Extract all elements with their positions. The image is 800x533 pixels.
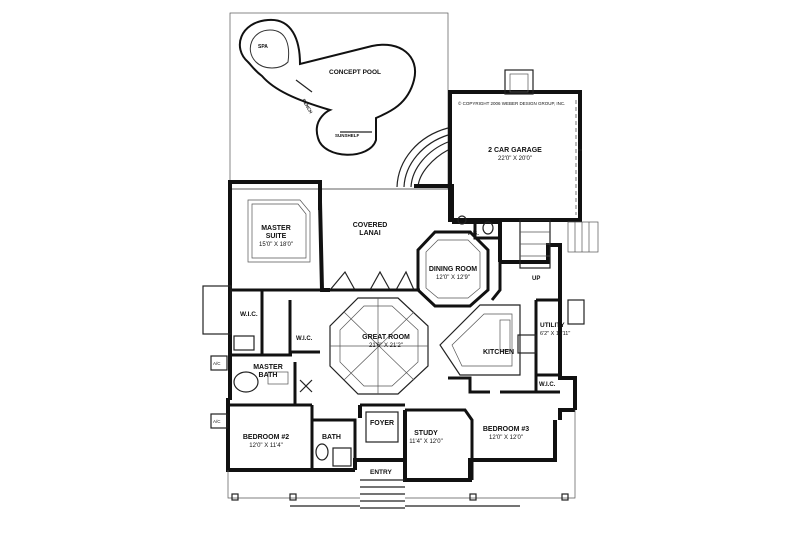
master-bath-label-1: MASTER: [253, 364, 283, 371]
master-suite-label-1: MASTER: [261, 225, 291, 232]
lanai-steps: [396, 127, 449, 188]
master-suite-dim: 15'0" X 18'0": [259, 242, 293, 248]
bath-label: BATH: [322, 434, 341, 441]
front-porch: [227, 410, 576, 507]
master-bath-label-2: BATH: [259, 372, 278, 379]
garage-stairs: [519, 219, 599, 269]
powder-fixtures: [457, 215, 494, 235]
bedroom2-dim: 12'0" X 11'4": [249, 443, 282, 449]
ac-unit-1-label: A/C: [213, 361, 221, 366]
master-suite-ceiling: [247, 199, 311, 263]
spa-label: SPA: [258, 44, 268, 50]
dining-room-dim: 12'0" X 12'9": [436, 275, 470, 281]
bench-label: BENCH: [301, 98, 313, 114]
dining-room-octagon: [416, 230, 490, 308]
utility-dim: 6'2" X 11'11": [540, 331, 570, 337]
great-room-dim: 21'6" X 21'2": [369, 343, 403, 349]
pool: [238, 18, 417, 156]
garage-dim: 22'0" X 20'0": [498, 156, 532, 162]
ac-units: [210, 355, 228, 429]
garage: [448, 69, 582, 222]
great-room-ceiling: [329, 297, 429, 395]
bedroom3-dim: 12'0" X 12'0": [489, 435, 523, 441]
dining-room-label: DINING ROOM: [429, 266, 477, 273]
kitchen-label: KITCHEN: [483, 349, 514, 356]
wic-master-label: W.I.C.: [240, 311, 258, 318]
covered-lanai-label-1: COVERED: [353, 222, 388, 229]
kitchen-counters: [439, 304, 537, 376]
pool-deck: [229, 12, 449, 190]
copyright-note: © COPYRIGHT 2006 WEBER DESIGN GROUP, INC…: [458, 100, 565, 106]
concept-pool-label: CONCEPT POOL: [329, 69, 381, 76]
powder-bath-label: P.B.: [468, 231, 479, 237]
study-label: STUDY: [414, 430, 438, 437]
master-bath-fixtures: [233, 335, 313, 393]
bedroom2-label: BEDROOM #2: [243, 434, 289, 441]
lanai-doors: [329, 270, 420, 292]
foyer-label: FOYER: [370, 420, 394, 427]
entry-steps: [360, 479, 405, 509]
bedroom3-label: BEDROOM #3: [483, 426, 529, 433]
garage-label: 2 CAR GARAGE: [488, 147, 542, 154]
sunshelf-label: SUNSHELF: [335, 133, 360, 138]
bath-fixtures: [315, 443, 352, 467]
covered-lanai-label-2: LANAI: [359, 230, 380, 237]
utility-label: UTILITY: [540, 322, 565, 329]
wic-bedroom3-label: W.I.C.: [539, 382, 556, 388]
great-room-label: GREAT ROOM: [362, 334, 410, 341]
study-dim: 11'4" X 12'0": [409, 439, 442, 445]
ac-unit-2-label: A/C: [213, 419, 221, 424]
entry-label: ENTRY: [370, 469, 392, 476]
foyer-box: [365, 411, 399, 443]
master-suite-label-2: SUITE: [266, 233, 287, 240]
wic-second-label: W.I.C.: [296, 336, 313, 342]
utility-bumpout: [202, 285, 585, 335]
stairs-up-label: UP: [532, 276, 540, 282]
